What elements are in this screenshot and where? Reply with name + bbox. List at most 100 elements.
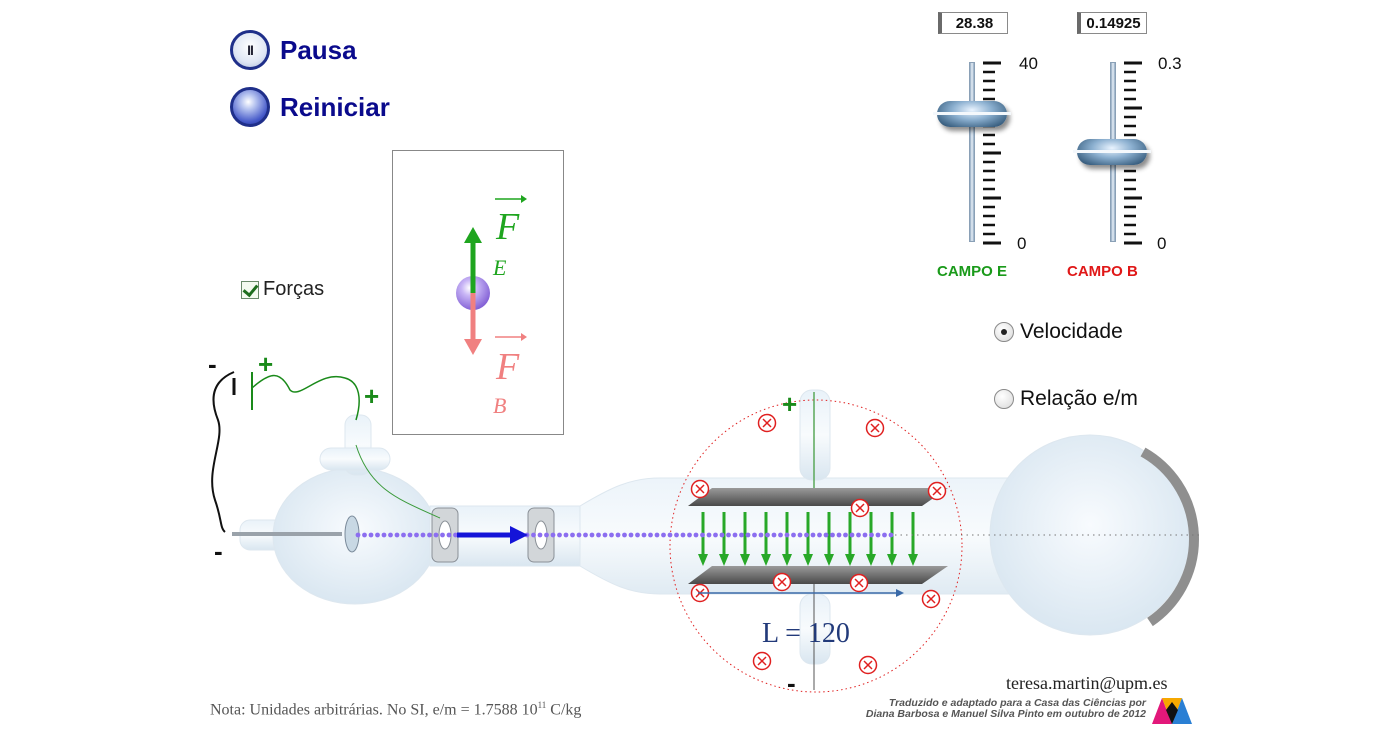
casa-das-ciencias-logo	[1152, 698, 1192, 724]
beam-dot	[745, 532, 751, 538]
b-field-min-label: 0	[1157, 234, 1167, 253]
beam-dot	[531, 532, 536, 538]
author-email[interactable]: teresa.martin@upm.es	[1006, 673, 1168, 693]
beam-dot	[817, 532, 822, 538]
beam-dot	[661, 532, 666, 538]
beam-dot	[427, 532, 432, 538]
beam-dot	[823, 532, 829, 538]
b-field-x-symbol	[772, 572, 792, 592]
beam-dot	[440, 532, 445, 538]
svg-text:F: F	[495, 206, 520, 248]
magnetic-force-arrow	[464, 293, 482, 355]
checkbox-checked-icon	[241, 280, 259, 299]
anode-plus-sign: +	[364, 381, 379, 411]
radio-velocity[interactable]: Velocidade	[994, 320, 1123, 344]
radio-charge-mass-ratio-label: Relação e/m	[1020, 387, 1138, 410]
b-field-x-symbol	[921, 589, 941, 609]
beam-dot	[752, 532, 757, 538]
beam-dot	[576, 532, 582, 538]
beam-dot	[765, 532, 770, 538]
magnetic-field-into-page-symbols	[690, 413, 947, 675]
e-field-slider-thumb[interactable]	[933, 101, 1011, 128]
beam-dot	[388, 532, 393, 538]
pause-label: Pausa	[280, 34, 357, 65]
b-field-x-symbol	[927, 481, 947, 501]
plate-bottom-minus-sign: -	[787, 668, 796, 698]
velocity-arrow	[457, 526, 528, 544]
forces-checkbox[interactable]: Forças	[241, 278, 324, 301]
beam-dot	[726, 532, 731, 538]
beam-dot	[674, 532, 679, 538]
beam-dot	[732, 532, 738, 538]
plate-length-indicator	[698, 589, 904, 597]
beam-dot	[797, 532, 803, 538]
beam-dot	[615, 532, 621, 538]
beam-dot	[641, 532, 647, 538]
e-field-value-box: 28.38	[938, 12, 1008, 34]
pause-icon: II	[230, 30, 270, 70]
b-field-slider-thumb[interactable]	[1073, 138, 1151, 165]
beam-dot	[784, 532, 790, 538]
e-field-slider-track[interactable]	[969, 62, 975, 242]
beam-dot	[830, 532, 835, 538]
electric-force-label: F E	[492, 195, 527, 280]
top-deflection-plate	[688, 488, 948, 506]
beam-dot	[856, 532, 861, 538]
e-field-max-label: 40	[1019, 54, 1038, 73]
beam-dot	[635, 532, 640, 538]
beam-dot	[537, 532, 543, 538]
svg-text:B: B	[493, 393, 506, 418]
beam-dot	[713, 532, 718, 538]
e-field-min-label: 0	[1017, 234, 1027, 253]
beam-dot	[407, 532, 413, 538]
beam-dot	[888, 532, 894, 538]
beam-dot	[804, 532, 809, 538]
restart-label: Reiniciar	[280, 91, 390, 122]
cathode-minus-sign: -	[214, 536, 223, 566]
restart-icon	[230, 87, 270, 127]
b-field-x-symbol	[858, 655, 878, 675]
pause-button[interactable]: II Pausa	[230, 30, 357, 70]
beam-dot	[791, 532, 796, 538]
bottom-deflection-plate	[688, 566, 948, 584]
beam-dot	[589, 532, 595, 538]
beam-dot	[375, 532, 380, 538]
b-field-label: CAMPO B	[1067, 263, 1138, 280]
b-field-x-symbol	[752, 651, 772, 671]
battery-plus-sign: +	[258, 349, 273, 379]
beam-dot	[849, 532, 855, 538]
glass-tube	[239, 389, 1191, 665]
beam-dot	[882, 532, 887, 538]
beam-dot	[693, 532, 699, 538]
beam-dot	[433, 532, 439, 538]
beam-dot	[362, 532, 367, 538]
beam-dot	[550, 532, 556, 538]
b-field-x-symbol	[865, 418, 885, 438]
beam-dot	[583, 532, 588, 538]
b-field-max-label: 0.3	[1158, 54, 1182, 73]
beam-dot	[869, 532, 874, 538]
radio-charge-mass-ratio[interactable]: Relação e/m	[994, 387, 1138, 411]
plate-length-label: L = 120	[762, 618, 850, 649]
beam-dot	[557, 532, 562, 538]
beam-dot	[609, 532, 614, 538]
wire-negative	[211, 371, 235, 533]
translation-credit: Traduzido e adaptado para a Casa das Ciê…	[865, 697, 1146, 720]
b-field-value-box: 0.14925	[1077, 12, 1147, 34]
beam-dot	[602, 532, 608, 538]
beam-dot	[706, 532, 712, 538]
electric-force-arrow	[464, 227, 482, 293]
wire-positive	[251, 374, 360, 421]
beam-dot	[570, 532, 575, 538]
beam-dot	[836, 532, 842, 538]
beam-dot	[680, 532, 686, 538]
restart-button[interactable]: Reiniciar	[230, 87, 390, 127]
e-field-arrow	[740, 512, 750, 566]
beam-dot	[758, 532, 764, 538]
battery-minus-sign: -	[208, 349, 217, 379]
beam-dot	[862, 532, 868, 538]
electron-beam	[355, 532, 894, 538]
svg-text:E: E	[492, 255, 507, 280]
beam-dot	[875, 532, 881, 538]
